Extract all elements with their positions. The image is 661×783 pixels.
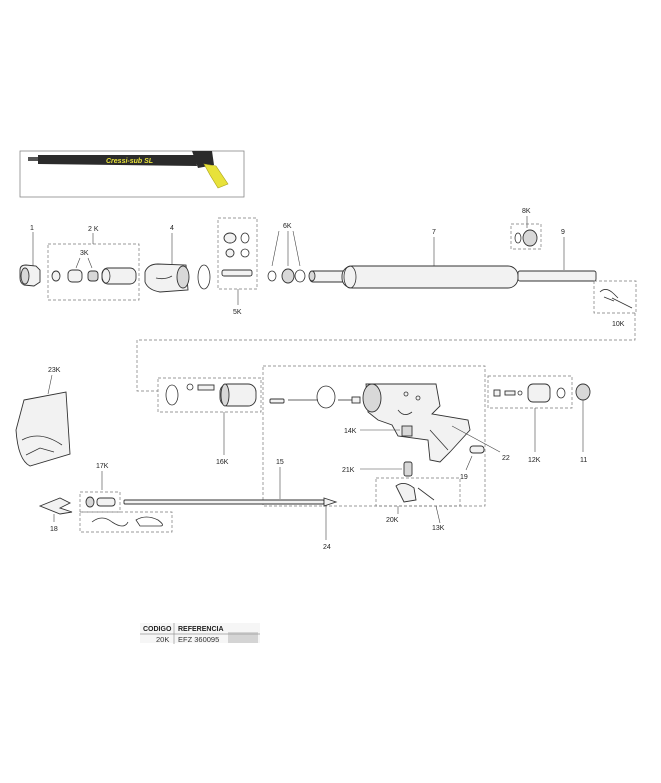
gun-barrel [38, 155, 197, 166]
label-1: 1 [30, 225, 34, 232]
label-12k: 12K [528, 457, 541, 464]
label-21k: 21K [342, 467, 355, 474]
table-header-codigo: CODIGO [143, 626, 172, 633]
label-8k: 8K [522, 208, 531, 215]
reference-table: CODIGO REFERENCIA 20K EFZ 360095 [140, 623, 260, 644]
group-handle: 14K 21K 19 22 [262, 365, 510, 507]
group-2k: 2 K 3K [47, 226, 140, 301]
label-5k: 5K [233, 309, 242, 316]
part-9: 9 [517, 229, 597, 282]
label-17k: 17K [96, 463, 109, 470]
group-5k: 5K [217, 217, 258, 316]
label-24: 24 [323, 544, 331, 551]
label-10k: 10K [612, 321, 625, 328]
part-10k: 10K [593, 280, 637, 328]
group-16k: 16K [157, 377, 262, 466]
part-8k: 8K [510, 208, 542, 250]
gun-head [192, 151, 214, 168]
label-3k: 3K [80, 250, 89, 257]
part-7: 7 [308, 229, 519, 289]
part-15: 15 [123, 459, 338, 507]
label-2k: 2 K [88, 226, 99, 233]
label-11: 11 [580, 457, 587, 464]
label-19: 19 [460, 474, 468, 481]
part-4: 4 [144, 225, 211, 293]
hero-speargun-image: Cressi-sub SL [19, 150, 245, 198]
gun-handle [203, 163, 229, 189]
label-7: 7 [432, 229, 436, 236]
table-cell-referencia: EFZ 360095 [178, 635, 219, 644]
table-cell-codigo: 20K [156, 635, 169, 644]
label-14k: 14K [344, 428, 357, 435]
group-17k: 17K [79, 463, 173, 533]
label-15: 15 [276, 459, 284, 466]
label-4: 4 [170, 225, 174, 232]
label-9: 9 [561, 229, 565, 236]
brand-text: Cressi-sub SL [106, 158, 153, 165]
table-header-referencia: REFERENCIA [178, 626, 224, 633]
label-18: 18 [50, 526, 58, 533]
part-11: 11 [575, 383, 591, 464]
group-6k: 6K [267, 223, 306, 284]
label-22: 22 [502, 455, 510, 462]
blurred-cell [228, 632, 258, 643]
label-16k: 16K [216, 459, 229, 466]
label-23k: 23K [48, 367, 61, 374]
part-23k: 23K [15, 367, 71, 467]
barrel-tip [28, 157, 38, 161]
group-20k-13k: 20K 13K [375, 477, 461, 532]
label-6k: 6K [283, 223, 292, 230]
group-12k: 12K [487, 375, 573, 464]
part-18: 18 [38, 497, 73, 533]
part-24: 24 [323, 506, 331, 551]
label-13k: 13K [432, 525, 445, 532]
part-1: 1 [19, 225, 41, 287]
label-20k: 20K [386, 517, 399, 524]
